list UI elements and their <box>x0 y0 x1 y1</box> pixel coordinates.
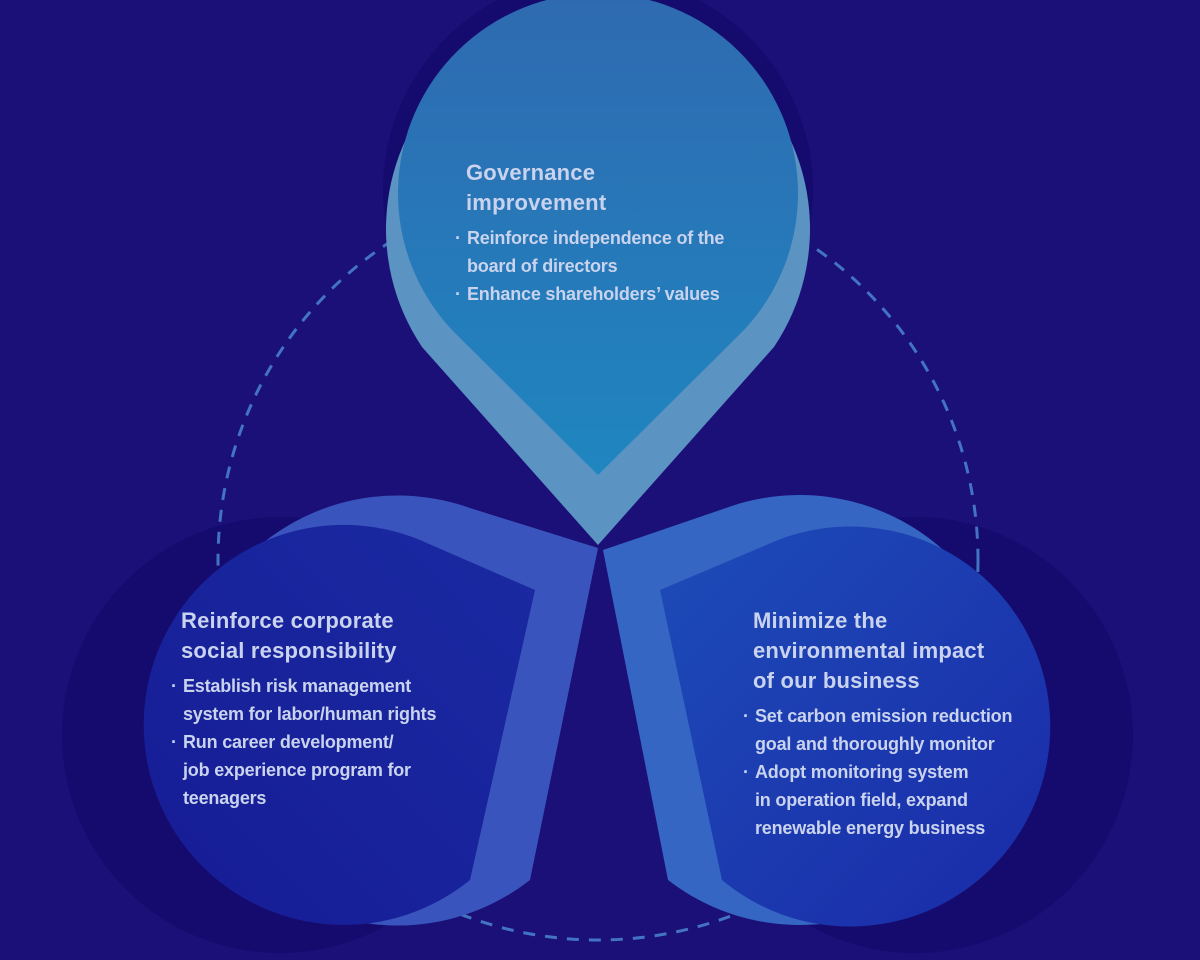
environment-title-line: Minimize the <box>753 608 888 633</box>
environment-text-block: Minimize the environmental impact of our… <box>743 606 1063 842</box>
environment-item-line: Adopt monitoring system <box>755 762 969 782</box>
governance-text-block: Governance improvement Reinforce indepen… <box>455 158 775 308</box>
governance-list: Reinforce independence of the board of d… <box>455 224 775 308</box>
social-item-line: Establish risk management <box>183 676 412 696</box>
social-title: Reinforce corporate social responsibilit… <box>181 606 491 666</box>
social-item-line: teenagers <box>183 788 267 808</box>
social-item: Run career development/ job experience p… <box>171 728 491 812</box>
governance-item-line: board of directors <box>467 256 618 276</box>
social-item-line: system for labor/human rights <box>183 704 437 724</box>
environment-item-line: renewable energy business <box>755 818 986 838</box>
environment-item: Set carbon emission reduction goal and t… <box>743 702 1063 758</box>
social-title-line: Reinforce corporate <box>181 608 394 633</box>
environment-item-line: in operation field, expand <box>755 790 968 810</box>
environment-item-line: goal and thoroughly monitor <box>755 734 995 754</box>
environment-title: Minimize the environmental impact of our… <box>753 606 1063 696</box>
environment-item-line: Set carbon emission reduction <box>755 706 1013 726</box>
governance-item-line: Reinforce independence of the <box>467 228 725 248</box>
governance-item: Enhance shareholders’ values <box>455 280 775 308</box>
governance-title-line: improvement <box>466 190 607 215</box>
social-item-line: job experience program for <box>183 760 411 780</box>
governance-title: Governance improvement <box>466 158 775 218</box>
environment-item: Adopt monitoring system in operation fie… <box>743 758 1063 842</box>
social-item: Establish risk management system for lab… <box>171 672 491 728</box>
social-text-block: Reinforce corporate social responsibilit… <box>171 606 491 812</box>
governance-title-line: Governance <box>466 160 596 185</box>
governance-item: Reinforce independence of the board of d… <box>455 224 775 280</box>
social-item-line: Run career development/ <box>183 732 394 752</box>
social-title-line: social responsibility <box>181 638 397 663</box>
governance-item-line: Enhance shareholders’ values <box>467 284 720 304</box>
environment-list: Set carbon emission reduction goal and t… <box>743 702 1063 842</box>
environment-title-line: of our business <box>753 668 920 693</box>
social-list: Establish risk management system for lab… <box>171 672 491 812</box>
environment-title-line: environmental impact <box>753 638 985 663</box>
